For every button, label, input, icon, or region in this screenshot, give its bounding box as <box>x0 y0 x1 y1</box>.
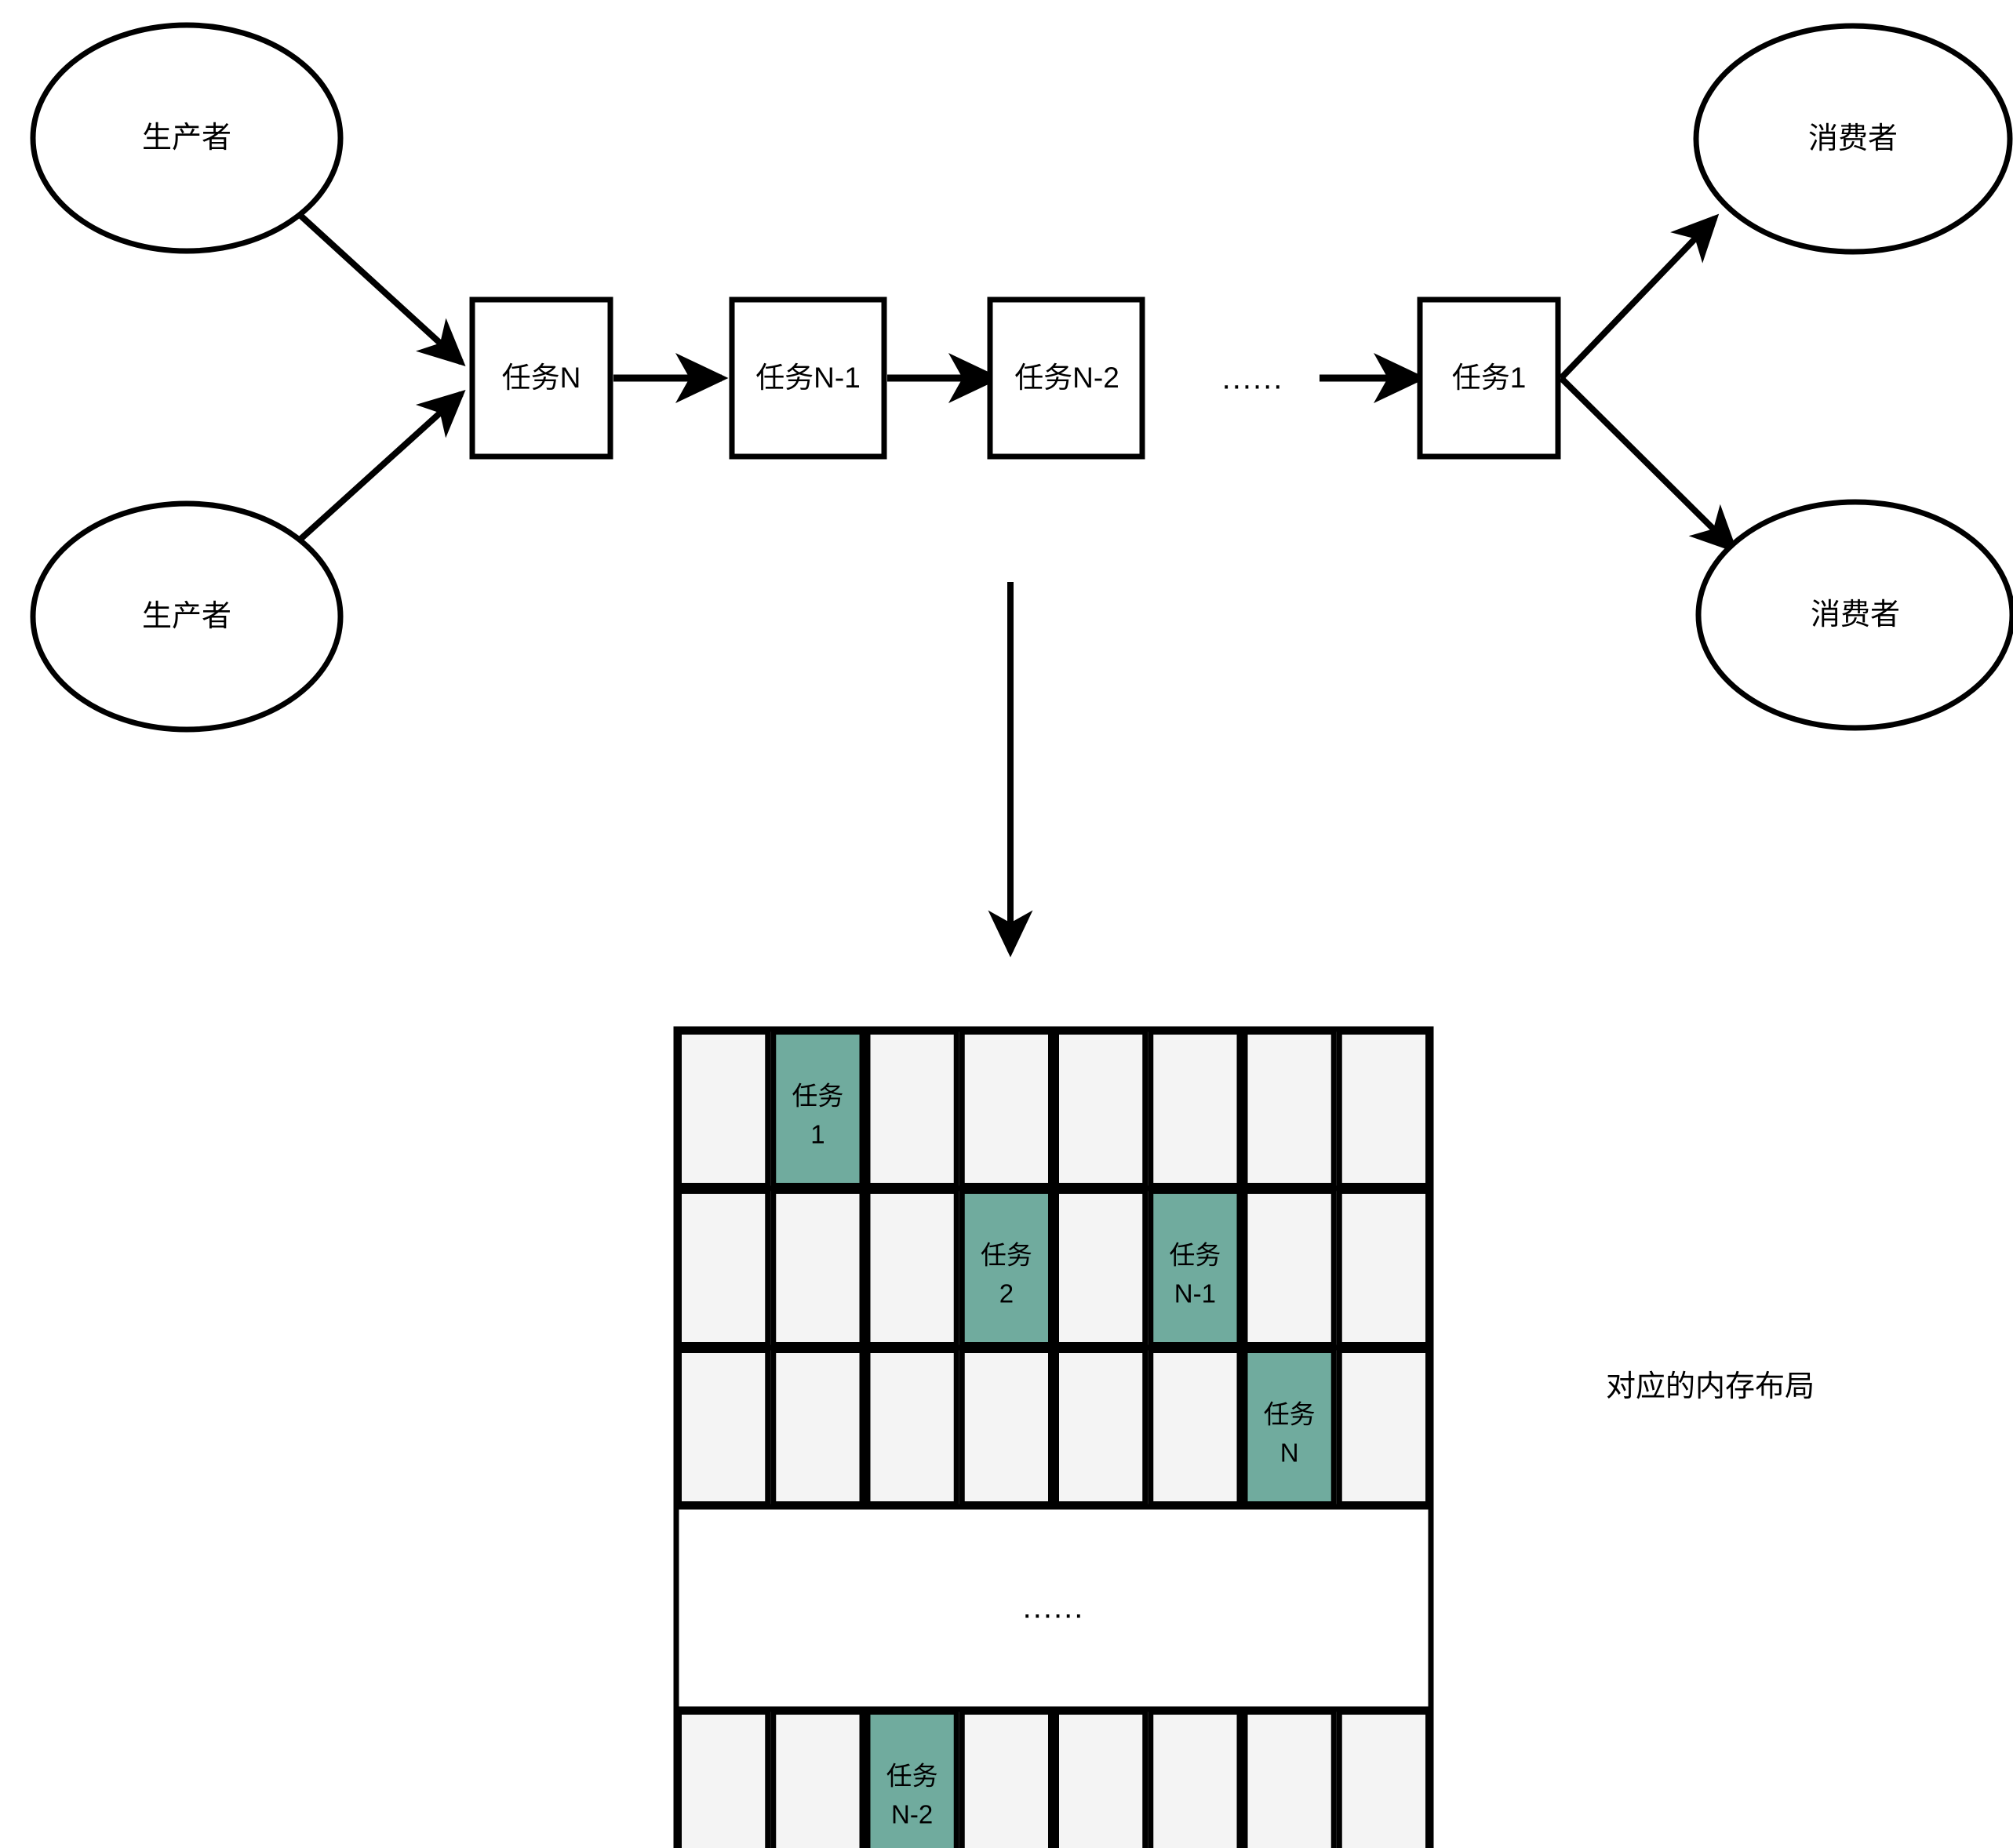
memory-cell-empty <box>1054 1709 1148 1848</box>
task-box-0[interactable]: 任务N <box>469 296 613 460</box>
memory-layout-caption: 对应的内存布局 <box>1606 1370 1815 1403</box>
memory-cell-empty <box>1336 1029 1431 1188</box>
memory-cell-empty <box>676 1709 771 1848</box>
memory-cell-task[interactable] <box>1242 1348 1337 1507</box>
memory-cell-empty <box>1242 1709 1337 1848</box>
memory-cell-task[interactable] <box>865 1709 959 1848</box>
memory-cell-label-line1: 任务 <box>886 1762 938 1791</box>
consumer-label-1: 消费者 <box>1808 122 1898 155</box>
consumer-label-2: 消费者 <box>1811 598 1900 631</box>
memory-cell-label-line2: 1 <box>810 1120 824 1149</box>
connector-producer1-to-taskN <box>296 211 466 367</box>
producer-node-1[interactable]: 生产者 <box>30 22 344 254</box>
memory-cell-empty <box>1148 1348 1243 1507</box>
task-box-rect-2 <box>987 296 1145 460</box>
memory-cell-empty <box>865 1029 959 1188</box>
memory-row-ellipsis: ...... <box>1023 1591 1085 1625</box>
memory-cell-label-line1: 任务 <box>1169 1241 1221 1270</box>
producer-label-1: 生产者 <box>142 122 231 155</box>
memory-cell-label-line2: 2 <box>999 1279 1014 1308</box>
memory-cell-empty <box>1242 1029 1337 1188</box>
consumer-node-1[interactable]: 消费者 <box>1693 23 2013 255</box>
task-box-rect-3 <box>1417 296 1561 460</box>
task-box-label-3: 任务1 <box>1452 362 1527 394</box>
connector-task1-to-consumer2 <box>1559 376 1738 554</box>
memory-cell-empty <box>770 1188 865 1348</box>
task-box-2[interactable]: 任务N-2 <box>987 296 1145 460</box>
task-box-label-2: 任务N-2 <box>1014 362 1119 394</box>
producer-ellipse-1 <box>30 22 344 254</box>
memory-cell-empty <box>1148 1029 1243 1188</box>
memory-cell-label-line1: 任务 <box>981 1241 1032 1270</box>
memory-cell-empty <box>1336 1348 1431 1507</box>
connector-task1-to-consumer1 <box>1559 213 1720 380</box>
connector-producer2-to-taskN <box>296 389 466 544</box>
memory-cell-label-line2: N-1 <box>1174 1279 1216 1308</box>
memory-cell-empty <box>676 1029 771 1188</box>
task-chain-ellipsis: ...... <box>1222 362 1284 396</box>
memory-cell-label-line1: 任务 <box>792 1082 843 1111</box>
memory-cell-empty <box>959 1029 1054 1188</box>
memory-cell-empty <box>1148 1709 1243 1848</box>
memory-cell-empty <box>1054 1029 1148 1188</box>
producer-label-2: 生产者 <box>142 600 231 633</box>
memory-cell-label-line2: N-2 <box>891 1800 933 1829</box>
memory-cell-empty <box>676 1348 771 1507</box>
memory-cell-label-line2: N <box>1280 1439 1299 1468</box>
producer-ellipse-2 <box>30 500 344 733</box>
task-box-1[interactable]: 任务N-1 <box>729 296 887 460</box>
memory-cell-empty <box>865 1348 959 1507</box>
memory-cell-empty <box>865 1188 959 1348</box>
memory-cell-empty <box>1242 1188 1337 1348</box>
memory-cell-task[interactable] <box>1148 1188 1243 1348</box>
producer-node-2[interactable]: 生产者 <box>30 500 344 733</box>
memory-cell-task[interactable] <box>770 1029 865 1188</box>
memory-layout-grid: 任务 1 任务 2 任务 N-1 任务 N...... 任务 N-2 <box>673 1026 1434 1848</box>
task-box-label-0: 任务N <box>502 362 581 394</box>
memory-cell-empty <box>676 1188 771 1348</box>
consumer-ellipse-1 <box>1693 23 2013 255</box>
memory-cell-empty <box>1054 1188 1148 1348</box>
memory-cell-empty <box>770 1709 865 1848</box>
memory-cell-empty <box>959 1348 1054 1507</box>
task-box-label-1: 任务N-1 <box>755 362 861 394</box>
memory-row-frame <box>673 1504 1434 1712</box>
memory-cell-empty <box>1336 1709 1431 1848</box>
memory-cell-empty <box>1054 1348 1148 1507</box>
task-box-rect-1 <box>729 296 887 460</box>
memory-cell-empty <box>959 1709 1054 1848</box>
memory-cell-label-line1: 任务 <box>1264 1400 1316 1429</box>
task-box-rect-0 <box>469 296 613 460</box>
consumer-node-2[interactable]: 消费者 <box>1695 499 2013 731</box>
memory-cell-empty <box>770 1348 865 1507</box>
memory-cell-empty <box>1336 1188 1431 1348</box>
consumer-ellipse-2 <box>1695 499 2013 731</box>
task-box-3[interactable]: 任务1 <box>1417 296 1561 460</box>
